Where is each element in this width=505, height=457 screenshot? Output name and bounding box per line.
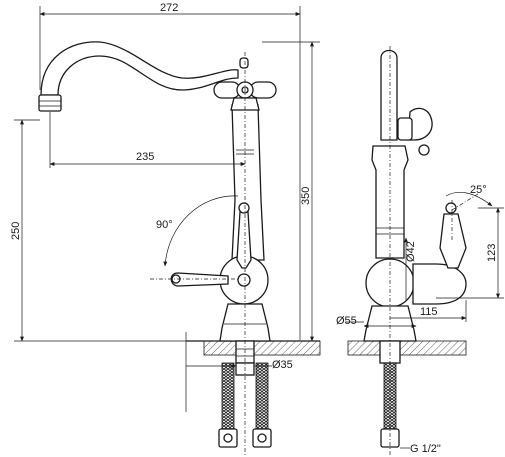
dim-total-height: 350 xyxy=(300,187,312,205)
side-lever xyxy=(440,214,466,268)
lever-rotation-arc xyxy=(165,196,238,266)
side-countertop xyxy=(348,341,466,355)
dim-base-hole: Ø35 xyxy=(272,359,293,371)
dim-lever-rotation: 90° xyxy=(156,219,173,231)
front-spout xyxy=(41,42,238,95)
dim-spout-height: 250 xyxy=(10,222,22,240)
dim-base-diameter: Ø55 xyxy=(336,315,357,327)
front-hose-left xyxy=(222,363,234,429)
side-view: 25° Ø42 123 115 Ø55 G 1/2" xyxy=(336,46,504,456)
front-countertop xyxy=(204,341,320,355)
dim-lever-depth: 115 xyxy=(420,306,438,318)
front-hose-right xyxy=(256,363,268,429)
front-aerator xyxy=(39,95,61,111)
dim-connection-thread: G 1/2" xyxy=(410,443,441,455)
dim-spout-reach: 235 xyxy=(136,151,154,163)
dim-lever-height: 123 xyxy=(486,244,498,262)
side-spout xyxy=(381,51,397,141)
dim-body-diameter: Ø42 xyxy=(405,241,417,262)
front-lever-vertical xyxy=(237,212,251,268)
dim-lever-angle: 25° xyxy=(470,184,487,196)
dim-total-width: 272 xyxy=(160,2,178,14)
front-view: 272 235 350 250 90° Ø35 xyxy=(10,2,320,456)
